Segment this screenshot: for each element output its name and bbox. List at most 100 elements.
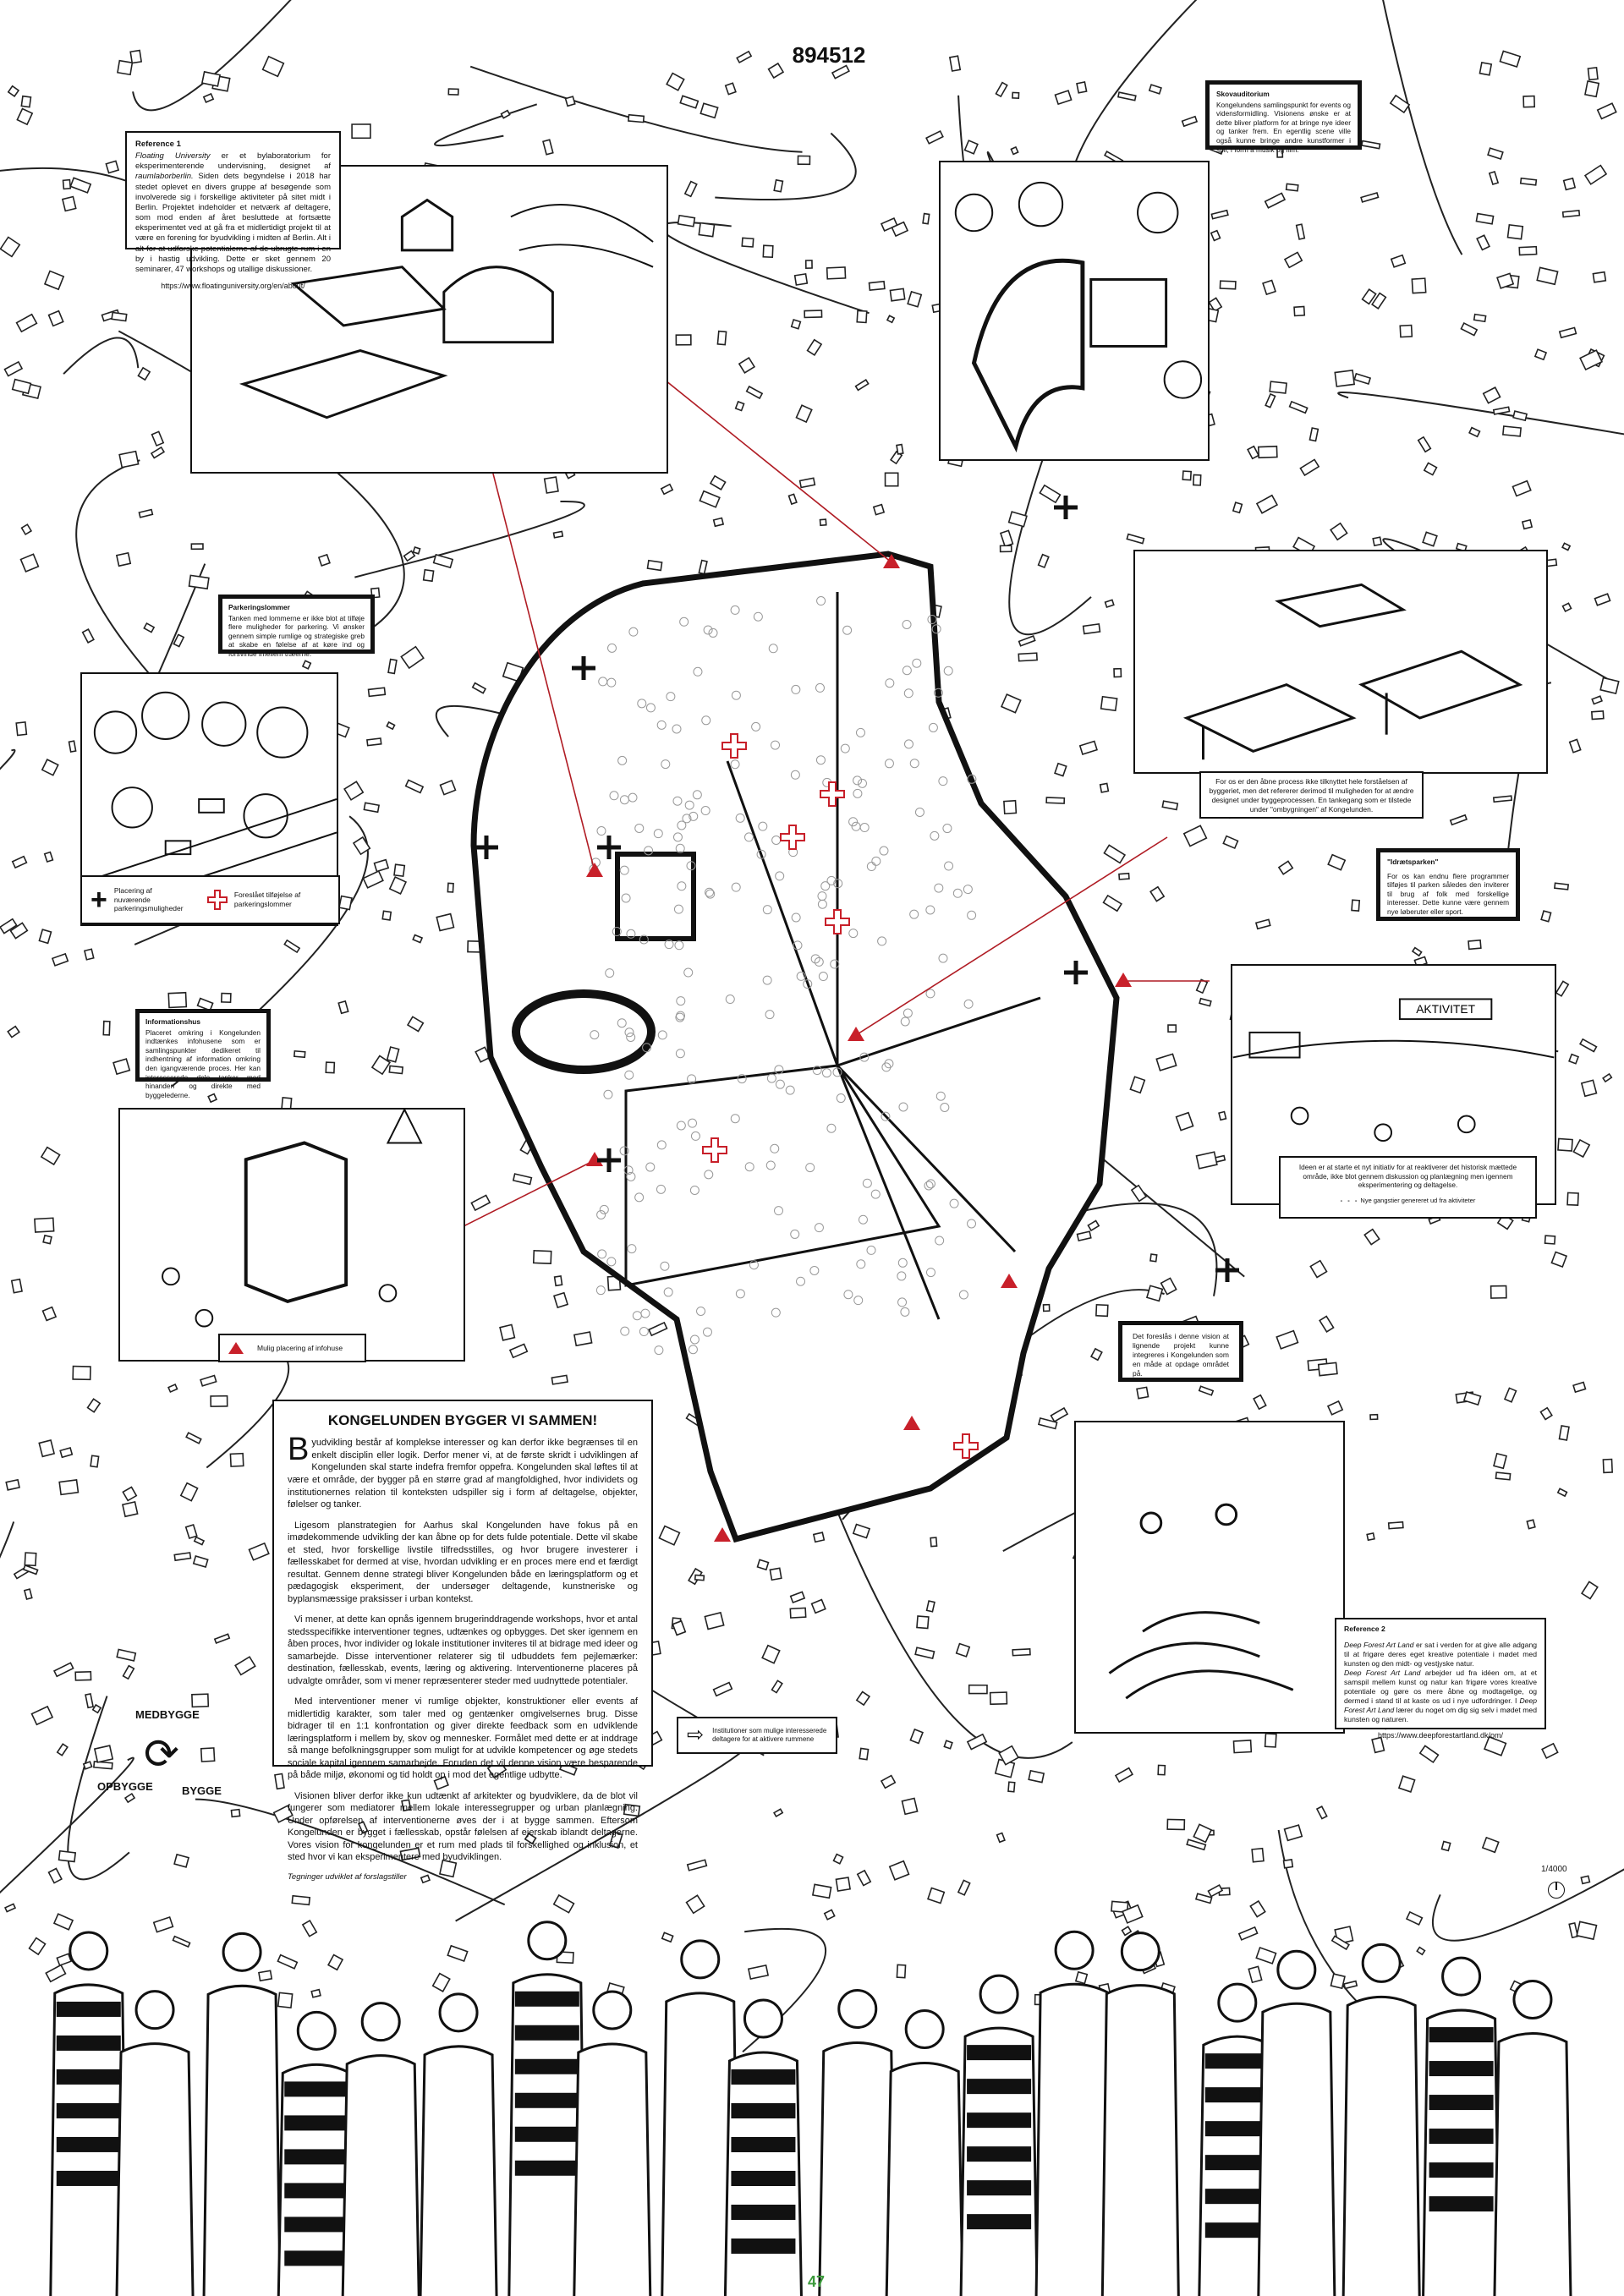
stripe bbox=[56, 2001, 121, 2017]
tree bbox=[942, 824, 952, 834]
building bbox=[61, 195, 77, 212]
tree bbox=[628, 627, 639, 637]
tree bbox=[871, 856, 881, 866]
tree bbox=[731, 690, 741, 700]
tree bbox=[793, 940, 803, 951]
tree bbox=[701, 715, 711, 726]
building bbox=[1499, 50, 1522, 68]
building bbox=[412, 546, 421, 555]
tree bbox=[637, 699, 647, 709]
person-head bbox=[979, 1974, 1019, 2014]
building bbox=[773, 1808, 784, 1818]
north-arrow-icon bbox=[1548, 1882, 1565, 1899]
tree bbox=[735, 1289, 745, 1299]
building bbox=[1488, 170, 1500, 186]
reference-2-link[interactable]: https://www.deepforestartland.dk/om/ bbox=[1377, 1731, 1504, 1740]
building bbox=[115, 551, 132, 567]
building bbox=[916, 1615, 930, 1630]
street bbox=[1079, 1202, 1218, 1296]
tree bbox=[925, 1268, 935, 1278]
building bbox=[1282, 1859, 1294, 1869]
tree bbox=[645, 1162, 656, 1172]
building bbox=[552, 1893, 575, 1914]
tree bbox=[656, 720, 667, 730]
building bbox=[1149, 1253, 1158, 1263]
new-paths-legend: Nye gangstier genereret ud fra aktivitet… bbox=[1360, 1196, 1476, 1204]
building bbox=[167, 991, 188, 1009]
tree bbox=[688, 1118, 698, 1128]
building bbox=[81, 628, 95, 644]
stripe bbox=[731, 2069, 796, 2085]
tree bbox=[687, 1074, 697, 1084]
building bbox=[854, 378, 870, 392]
stripe bbox=[56, 2136, 121, 2152]
building bbox=[1576, 1921, 1598, 1941]
building bbox=[381, 910, 392, 921]
building bbox=[868, 280, 886, 292]
skovauditorium-box: Skovauditorium Kongelundens samlingspunk… bbox=[1205, 80, 1362, 154]
building bbox=[15, 721, 28, 737]
building bbox=[608, 1831, 623, 1849]
building bbox=[152, 1915, 174, 1933]
tree bbox=[862, 1178, 872, 1188]
building bbox=[1580, 1875, 1591, 1885]
street bbox=[0, 1521, 15, 1559]
tree bbox=[856, 1259, 866, 1269]
tree bbox=[928, 722, 938, 732]
building bbox=[1102, 894, 1122, 912]
building bbox=[1540, 910, 1552, 923]
tree bbox=[815, 682, 825, 693]
tree bbox=[877, 936, 887, 946]
tree bbox=[870, 1189, 881, 1199]
person-body bbox=[885, 2061, 964, 2296]
tree bbox=[623, 1165, 634, 1175]
building bbox=[532, 1250, 552, 1264]
building bbox=[1361, 140, 1381, 150]
building bbox=[1526, 1519, 1536, 1530]
building bbox=[9, 922, 29, 940]
parking-text: Tanken med lommerne er ikke blot at tilf… bbox=[228, 613, 365, 659]
tree bbox=[674, 940, 684, 951]
stripe bbox=[514, 2160, 579, 2176]
building bbox=[1449, 814, 1468, 826]
reference-1-link[interactable]: https://www.floatinguniversity.org/en/ab… bbox=[161, 282, 305, 291]
infohus-marker bbox=[1115, 973, 1132, 987]
tree bbox=[766, 1073, 776, 1083]
stripe bbox=[731, 2171, 796, 2187]
building bbox=[38, 1439, 56, 1458]
tree bbox=[832, 1067, 842, 1077]
tree bbox=[619, 1146, 629, 1156]
building bbox=[1334, 369, 1356, 387]
infohus-text: Placeret omkring i Kongelunden indtænkes… bbox=[145, 1027, 261, 1099]
tree bbox=[866, 1245, 876, 1255]
scale-label: 1/4000 bbox=[1541, 1865, 1567, 1874]
project-number: 894512 bbox=[792, 42, 866, 68]
drop-cap: B bbox=[288, 1432, 310, 1468]
tree bbox=[791, 912, 801, 923]
tree bbox=[749, 1260, 759, 1270]
building bbox=[1405, 1910, 1424, 1926]
building bbox=[1418, 1745, 1440, 1764]
institutioner-label: Institutioner som mulige interesserede d… bbox=[712, 1726, 827, 1743]
street bbox=[434, 103, 538, 147]
tree bbox=[744, 1162, 754, 1172]
building bbox=[747, 1964, 770, 1981]
stripe bbox=[1429, 2095, 1494, 2111]
tree bbox=[826, 875, 837, 885]
tree bbox=[673, 904, 683, 914]
building bbox=[24, 1552, 37, 1567]
tree bbox=[619, 865, 629, 875]
tree bbox=[855, 727, 865, 737]
building bbox=[712, 1681, 733, 1697]
stripe bbox=[514, 2126, 579, 2142]
skovauditorium-text: Kongelundens samlingspunkt for events og… bbox=[1216, 100, 1351, 154]
infohus-marker bbox=[883, 554, 900, 568]
building bbox=[351, 123, 371, 140]
building bbox=[1160, 1277, 1177, 1296]
building bbox=[1556, 1488, 1568, 1498]
tree bbox=[626, 929, 636, 939]
tree bbox=[628, 792, 638, 803]
ref1-text: er et bylaboratorium for eksperimenteren… bbox=[135, 151, 331, 172]
tree bbox=[689, 811, 699, 821]
building bbox=[42, 1234, 52, 1245]
